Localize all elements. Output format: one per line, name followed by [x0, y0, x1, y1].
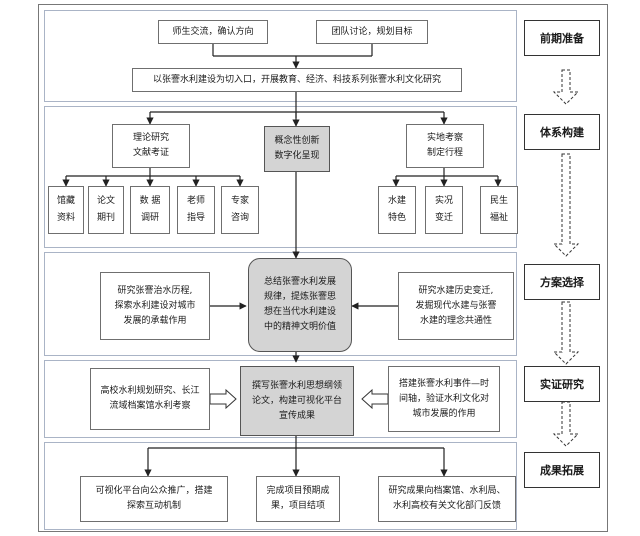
- node-water-construction-features: 水建 特色: [378, 186, 416, 234]
- node-field-investigation: 实地考察 制定行程: [406, 124, 484, 168]
- node-build-timeline: 搭建张謇水利事件—时 间轴，验证水利文化对 城市发展的作用: [388, 366, 500, 432]
- node-summarize-patterns: 总结张謇水利发展 规律，提炼张謇思 想在当代水利建设 中的精神文明价值: [248, 258, 352, 352]
- diagram-frame: [38, 4, 608, 532]
- node-teacher-guidance: 老师 指导: [177, 186, 215, 234]
- node-university-planning-research: 高校水利规划研究、长江 流域档案馆水利考察: [90, 368, 210, 430]
- node-public-promotion: 可视化平台向公众推广，搭建 探索互动机制: [80, 476, 228, 522]
- node-team-discussion: 团队讨论，规划目标: [316, 20, 428, 44]
- node-teacher-student-exchange: 师生交流，确认方向: [158, 20, 268, 44]
- node-study-historical-changes: 研究水建历史变迁, 发掘现代水建与张謇 水建的理念共通性: [398, 272, 514, 340]
- node-research-entry: 以张謇水利建设为切入口，开展教育、经济、科技系列张謇水利文化研究: [132, 68, 462, 92]
- stage-label-outcome: 成果拓展: [524, 452, 600, 488]
- node-archive-materials: 馆藏 资料: [48, 186, 84, 234]
- node-papers-journals: 论文 期刊: [88, 186, 124, 234]
- node-livelihood-welfare: 民生 福祉: [480, 186, 518, 234]
- stage-label-system: 体系构建: [524, 114, 600, 150]
- node-write-program-paper: 撰写张謇水利思想纲领 论文，构建可视化平台 宣传成果: [240, 366, 354, 436]
- node-expert-consultation: 专家 咨询: [221, 186, 259, 234]
- node-feedback-to-archives: 研究成果向档案馆、水利局、 水利高校有关文化部门反馈: [378, 476, 516, 522]
- node-data-survey: 数 据 调研: [130, 186, 170, 234]
- stage-label-scheme: 方案选择: [524, 264, 600, 300]
- node-study-water-history: 研究张謇治水历程, 探索水利建设对城市 发展的承载作用: [100, 272, 210, 340]
- node-concept-innovation: 概念性创新 数字化呈现: [264, 126, 330, 172]
- node-actual-changes: 实况 变迁: [425, 186, 463, 234]
- node-project-completion: 完成项目预期成 果，项目结项: [256, 476, 340, 522]
- node-theory-research: 理论研究 文献考证: [112, 124, 190, 168]
- stage-label-prep: 前期准备: [524, 20, 600, 56]
- stage-label-empirical: 实证研究: [524, 366, 600, 402]
